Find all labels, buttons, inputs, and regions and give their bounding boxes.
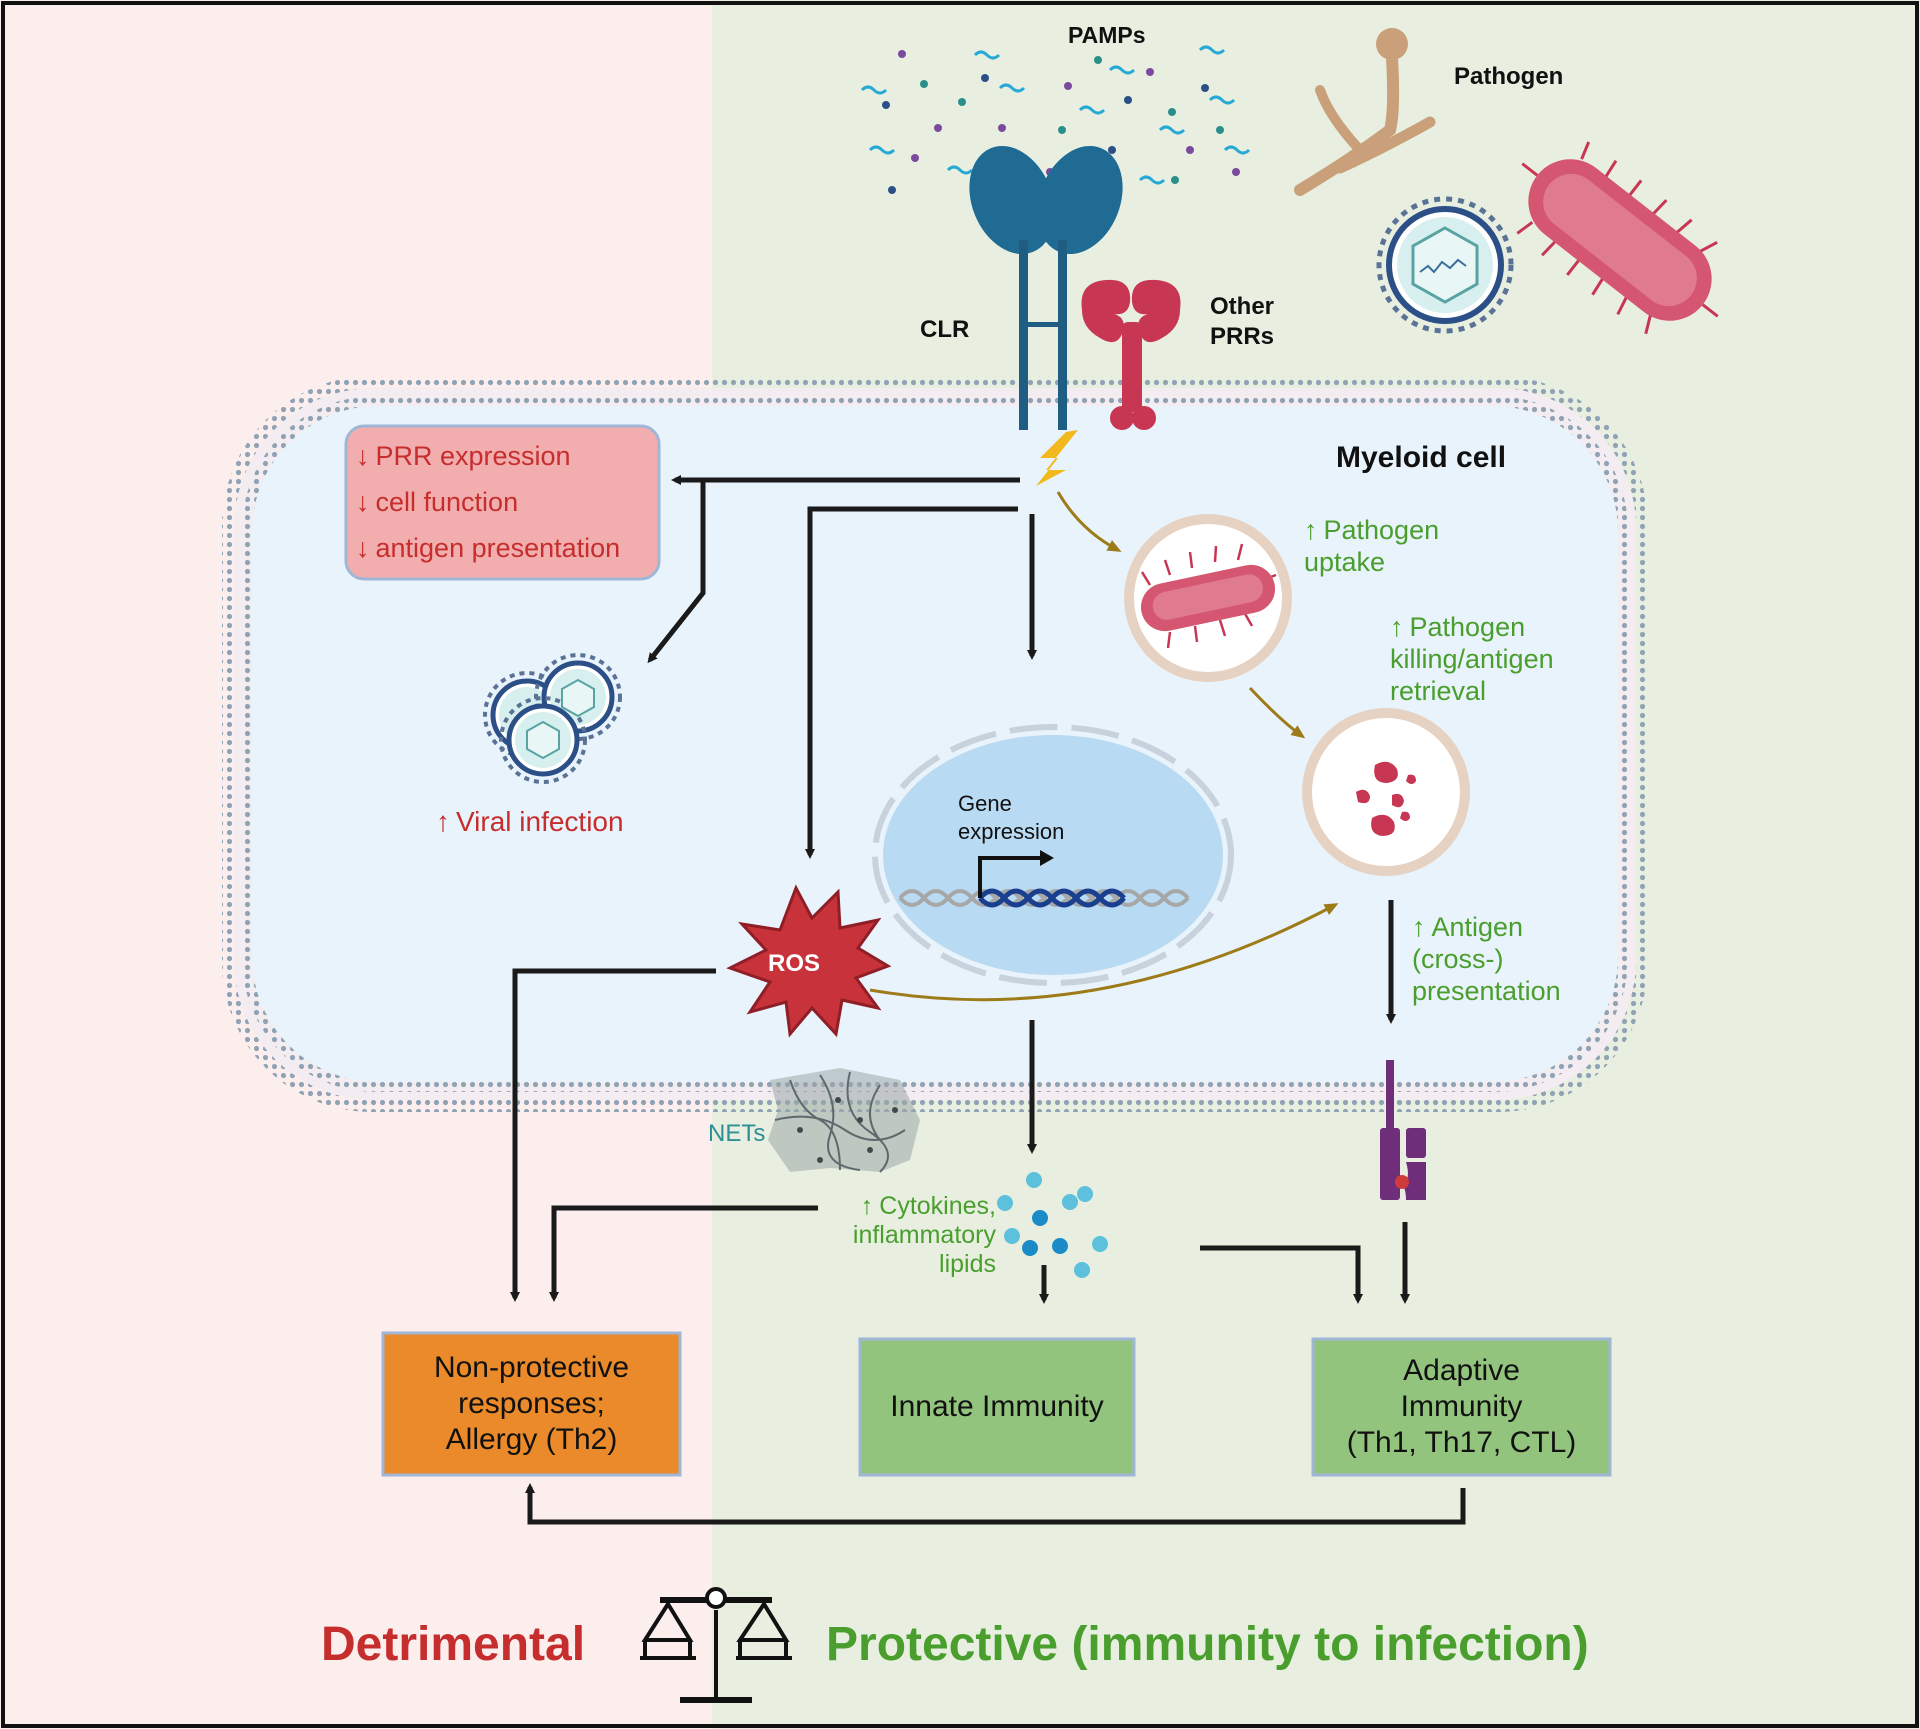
bacterium-icon <box>1516 141 1719 335</box>
non-protective-box <box>381 1331 682 1477</box>
clr-receptor-icon <box>969 145 1123 430</box>
adaptive-immunity-box <box>1311 1337 1612 1477</box>
arrow-to-ros <box>805 506 1018 859</box>
lightning-icon <box>1036 430 1078 486</box>
other-prr-icon <box>1081 279 1181 430</box>
gold-arrow-to-uptake <box>1056 491 1122 552</box>
balance-scale-icon <box>640 1587 792 1703</box>
phagosome-killing-icon <box>1302 708 1470 876</box>
arrow-cytokines-to-non-protective <box>549 1205 818 1302</box>
nets-icon <box>768 1068 920 1173</box>
arrow-ros-to-non-protective <box>510 968 716 1302</box>
innate-immunity-box <box>858 1337 1136 1477</box>
phagosome-uptake-icon <box>1124 514 1292 682</box>
gold-arrow-ros-to-presentation <box>869 903 1339 1002</box>
virus-icon <box>1376 196 1514 334</box>
fungus-icon <box>1294 28 1436 196</box>
gold-arrow-to-killing <box>1248 686 1306 739</box>
arrow-adaptive-to-non-protective <box>525 1483 1466 1525</box>
ros-burst-icon <box>726 884 892 1038</box>
cytokine-dots-icon <box>997 1172 1108 1278</box>
arrow-to-viral-infection <box>647 480 706 664</box>
mhc-receptor-icon <box>1380 1060 1426 1200</box>
nucleus-icon <box>872 724 1234 986</box>
pamps-particles <box>860 45 1251 194</box>
arrow-cytokines-to-adaptive <box>1200 1245 1363 1304</box>
inhibition-box <box>344 424 661 581</box>
viral-infection-icon <box>483 653 622 784</box>
transcription-start-arrow <box>978 856 1040 898</box>
dna-icon <box>898 850 1190 908</box>
